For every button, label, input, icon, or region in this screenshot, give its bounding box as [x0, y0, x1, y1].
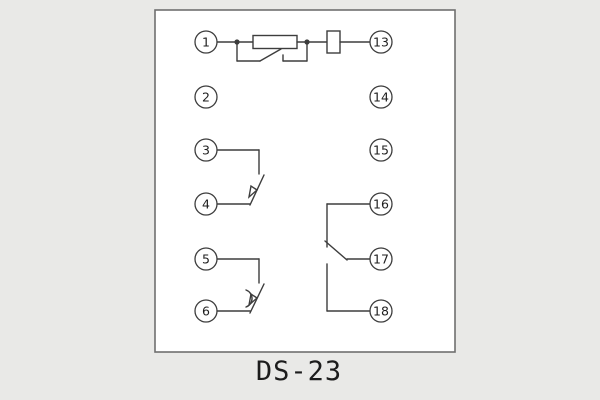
terminal-13-circle: [369, 30, 393, 54]
terminal-14-label: 14: [373, 90, 389, 105]
terminal-17-label: 17: [373, 252, 389, 267]
terminal-1: 1: [194, 30, 218, 54]
terminal-5-circle: [194, 247, 218, 271]
terminal-13-label: 13: [373, 35, 389, 50]
terminal-15-circle: [369, 138, 393, 162]
contact-16-17-18: [324, 203, 371, 312]
terminal-5: 5: [194, 247, 218, 271]
terminal-4: 4: [194, 192, 218, 216]
contact-5-6: [216, 258, 265, 314]
terminal-14-circle: [369, 85, 393, 109]
terminal-6-label: 6: [202, 304, 210, 319]
coil-circuit-1-13: [216, 30, 371, 62]
diagram-panel-border: [154, 9, 456, 353]
terminal-18-circle: [369, 299, 393, 323]
terminal-15-label: 15: [373, 143, 389, 158]
resistor-symbol: [252, 34, 298, 50]
terminal-16: 16: [369, 192, 393, 216]
switch-blade: [259, 48, 282, 62]
terminal-16-label: 16: [373, 197, 389, 212]
terminal-13: 13: [369, 30, 393, 54]
terminal-3: 3: [194, 138, 218, 162]
terminal-6: 6: [194, 299, 218, 323]
terminal-17-circle: [369, 247, 393, 271]
terminal-18: 18: [369, 299, 393, 323]
contact-arrow-icon: [247, 184, 259, 199]
terminal-17: 17: [369, 247, 393, 271]
terminal-5-label: 5: [202, 252, 210, 267]
terminal-18-label: 18: [373, 304, 389, 319]
delay-arc-icon: [245, 289, 253, 308]
diagram-title: DS-23: [256, 356, 342, 387]
terminal-2-circle: [194, 85, 218, 109]
terminal-2: 2: [194, 85, 218, 109]
terminal-14: 14: [369, 85, 393, 109]
terminal-16-circle: [369, 192, 393, 216]
capacitor-symbol: [326, 30, 341, 54]
contact-arrow-icon: [247, 292, 259, 307]
terminal-2-label: 2: [202, 90, 210, 105]
terminal-1-label: 1: [202, 35, 210, 50]
terminal-6-circle: [194, 299, 218, 323]
terminal-3-label: 3: [202, 143, 210, 158]
terminal-1-circle: [194, 30, 218, 54]
terminal-3-circle: [194, 138, 218, 162]
shunt-contact-branch: [236, 41, 308, 62]
terminal-4-circle: [194, 192, 218, 216]
terminal-4-label: 4: [202, 197, 210, 212]
contact-3-4: [216, 149, 265, 206]
switch-blade: [324, 240, 348, 261]
terminal-15: 15: [369, 138, 393, 162]
